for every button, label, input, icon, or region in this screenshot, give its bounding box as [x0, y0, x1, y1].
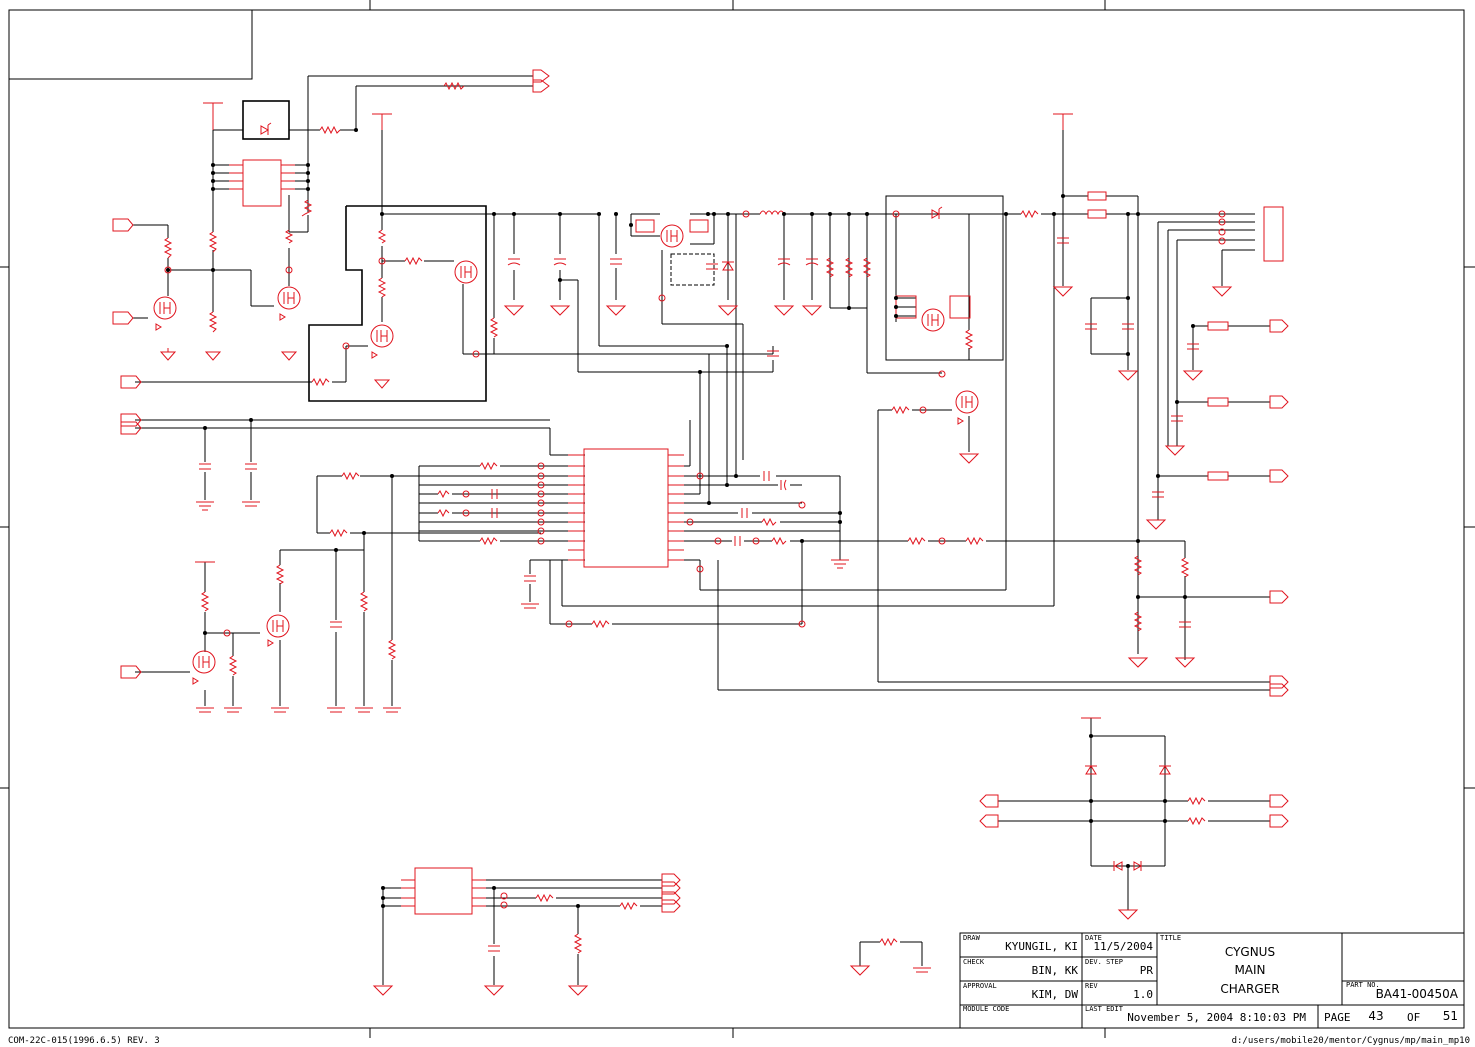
draw-label: DRAW — [963, 934, 981, 942]
wire-junctions — [166, 128, 1195, 908]
part-no-label: PART NO. — [1346, 981, 1380, 989]
part-number: BA41-00450A — [1376, 987, 1459, 1001]
date-value: 11/5/2004 — [1093, 940, 1153, 953]
check-label: CHECK — [963, 958, 985, 966]
title-block: DRAW CHECK APPROVAL MODULE CODE DATE DEV… — [959, 932, 1465, 1029]
title-line-2: MAIN — [1234, 963, 1265, 977]
approval-name: KIM, DW — [1032, 988, 1079, 1001]
last-edit-label: LAST EDIT — [1085, 1005, 1124, 1013]
schematic-wires — [133, 75, 1270, 985]
module-code-label: MODULE CODE — [963, 1005, 1009, 1013]
dev-step-value: PR — [1140, 964, 1154, 977]
of-label: OF — [1407, 1011, 1420, 1024]
file-path: d:/users/mobile20/mentor/Cygnus/mp/main_… — [1232, 1036, 1470, 1046]
draw-name: KYUNGIL, KI — [1005, 940, 1078, 953]
page-number: 43 — [1368, 1009, 1383, 1023]
rev-value: 1.0 — [1133, 988, 1153, 1001]
dev-step-label: DEV. STEP — [1085, 958, 1123, 966]
title-line-3: CHARGER — [1220, 982, 1279, 996]
date-label: DATE — [1085, 934, 1102, 942]
approval-label: APPROVAL — [963, 982, 997, 990]
title-label: TITLE — [1160, 934, 1181, 942]
last-edit-value: November 5, 2004 8:10:03 PM — [1127, 1011, 1306, 1024]
form-code: COM-22C-015(1996.6.5) REV. 3 — [8, 1036, 160, 1046]
check-name: BIN, KK — [1032, 964, 1079, 977]
sheet-footer: COM-22C-015(1996.6.5) REV. 3 d:/users/mo… — [8, 1036, 1470, 1046]
page-total: 51 — [1443, 1009, 1458, 1023]
black-outline-boxes — [242, 100, 1004, 402]
page-label: PAGE — [1324, 1011, 1351, 1024]
schematic-components — [112, 69, 1289, 996]
rev-label: REV — [1085, 982, 1098, 990]
title-line-1: CYGNUS — [1225, 945, 1275, 959]
